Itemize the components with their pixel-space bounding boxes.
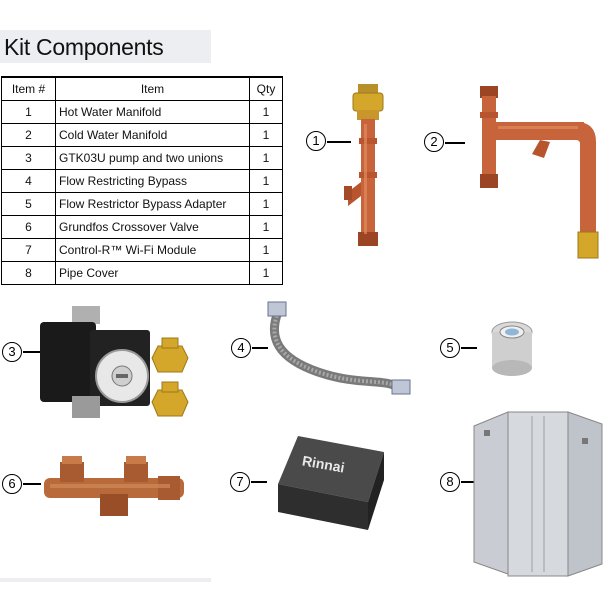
cell-item: GTK03U pump and two unions	[55, 146, 250, 170]
header-item: Item	[55, 76, 250, 101]
leader-line-5	[461, 347, 477, 349]
callout-6: 6	[2, 474, 22, 494]
header-qty: Qty	[249, 76, 283, 101]
bypass-adapter-image	[491, 321, 533, 376]
cell-item: Grundfos Crossover Valve	[55, 215, 250, 239]
leader-line-8	[461, 481, 477, 483]
cell-number: 2	[1, 123, 56, 147]
leader-line-4	[252, 347, 268, 349]
callout-8: 8	[440, 472, 460, 492]
leader-line-6	[23, 483, 41, 485]
callout-1: 1	[306, 131, 326, 151]
cell-number: 7	[1, 238, 56, 262]
title-bar: Kit Components	[0, 30, 211, 63]
page-title: Kit Components	[4, 34, 164, 60]
leader-line-2	[445, 142, 465, 144]
cell-number: 5	[1, 192, 56, 216]
cell-qty: 1	[249, 146, 283, 170]
leader-line-7	[251, 481, 267, 483]
callout-7: 7	[230, 472, 250, 492]
cell-qty: 1	[249, 123, 283, 147]
cell-qty: 1	[249, 215, 283, 239]
cell-qty: 1	[249, 100, 283, 124]
crossover-valve-image	[44, 456, 184, 516]
cell-item: Flow Restricting Bypass	[55, 169, 250, 193]
wifi-module-image: Rinnai	[272, 432, 390, 536]
callout-3: 3	[2, 342, 22, 362]
footer-divider	[0, 578, 211, 582]
cell-number: 8	[1, 261, 56, 285]
cell-item: Flow Restrictor Bypass Adapter	[55, 192, 250, 216]
cell-qty: 1	[249, 261, 283, 285]
cell-item: Hot Water Manifold	[55, 100, 250, 124]
cell-qty: 1	[249, 192, 283, 216]
callout-2: 2	[424, 132, 444, 152]
cell-number: 6	[1, 215, 56, 239]
leader-line-3	[23, 351, 41, 353]
cell-item: Pipe Cover	[55, 261, 250, 285]
flow-restricting-bypass-image	[267, 301, 411, 395]
pipe-cover-image	[473, 411, 603, 577]
leader-line-1	[327, 141, 351, 143]
cell-item: Cold Water Manifold	[55, 123, 250, 147]
callout-5: 5	[440, 338, 460, 358]
pump-and-unions-image	[40, 306, 189, 418]
cell-qty: 1	[249, 238, 283, 262]
cell-number: 4	[1, 169, 56, 193]
cell-qty: 1	[249, 169, 283, 193]
cell-number: 3	[1, 146, 56, 170]
cell-number: 1	[1, 100, 56, 124]
header-item-number: Item #	[1, 76, 56, 101]
cell-item: Control-R™ Wi-Fi Module	[55, 238, 250, 262]
hot-water-manifold-image	[344, 84, 384, 246]
table-header-row: Item # Item Qty	[1, 76, 283, 101]
cold-water-manifold-image	[480, 86, 599, 259]
callout-4: 4	[231, 338, 251, 358]
